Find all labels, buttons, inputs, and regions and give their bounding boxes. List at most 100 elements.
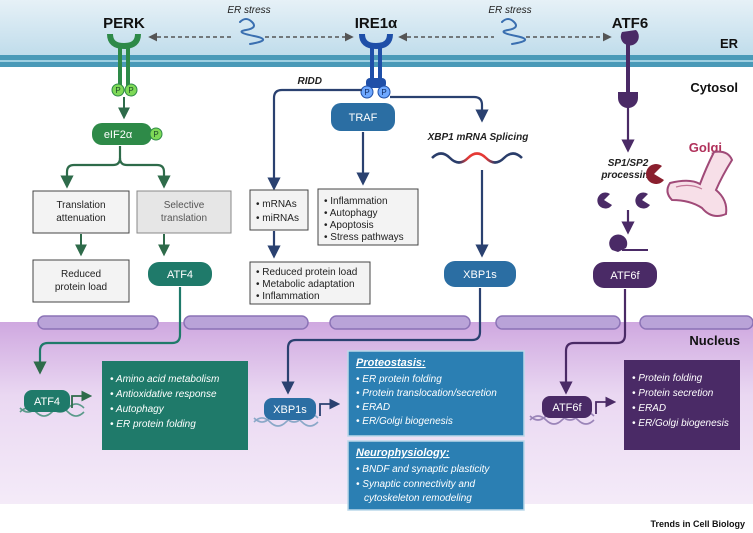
nuclear-xbp1s-label: XBP1s [273,404,307,416]
reduced-protein-load-line: Reduced [61,269,101,280]
traf-pill [331,103,395,131]
arrow [281,288,482,395]
proteostasis-item: • ERAD [356,402,390,413]
arrow [118,157,171,189]
arrow [33,287,182,375]
ridd-outputs-box [249,261,371,305]
ridd-label: RIDD [298,76,322,87]
ridd-output-item: • Metabolic adaptation [256,279,355,290]
traf-label: TRAF [349,112,378,124]
arrow [390,95,489,123]
mrnas-box [249,189,309,231]
mrna-item: • miRNAs [256,213,299,224]
atf4-target: • ER protein folding [110,419,196,430]
phospho-label: P [128,86,133,95]
atf6-target: • ER/Golgi biogenesis [632,418,729,429]
er-membrane-core [0,60,753,62]
arrow [559,289,627,395]
atf4-target: • Antioxidative response [110,389,217,400]
golgi-icon [675,184,703,190]
unfolded-protein-icon [239,18,264,45]
proteostasis-item: • ER protein folding [356,374,442,385]
dna-icon [253,417,319,427]
cytosol-region-label: Cytosol [690,80,738,95]
atf6-target: • ERAD [632,403,666,414]
processing-label: processing [600,170,654,181]
processing-label: SP1/SP2 [608,158,649,169]
neurophysiology-item: • Synaptic connectivity and [356,479,476,490]
reduced-protein-load-line: protein load [55,282,107,293]
selective-translation-box [136,190,232,234]
translation-attenuation-line: Translation [56,200,105,211]
atf4-pill [148,262,212,286]
atf4-label: ATF4 [167,269,193,281]
er-membrane-bottom [0,62,753,67]
atf6f-pill [593,262,657,288]
traf-outputs-box [317,188,419,246]
phospho-label: P [364,88,369,97]
proteostasis-box [347,350,525,437]
atf6-targets-box [624,360,740,450]
transcription-arrow-icon [595,396,617,414]
phospho-label: P [153,130,158,139]
traf-output-item: • Apoptosis [324,220,374,231]
phospho-icon [360,85,374,99]
selective-translation-line: Selective [164,200,205,211]
phospho-icon [111,83,125,97]
translation-attenuation-box [32,190,130,234]
traf-output-item: • Autophagy [324,208,378,219]
protease-icon [597,192,612,209]
neurophysiology-box [347,440,525,511]
xbp1-splicing-label: XBP1 mRNA Splicing [427,132,529,143]
phospho-label: P [115,86,120,95]
nuclear-atf6f-pill [542,396,592,418]
ridd-output-item: • Reduced protein load [256,267,357,278]
protease-icon [646,163,664,184]
protease-icon [635,192,650,209]
perk-receptor-icon [107,33,141,90]
nuclear-atf4-label: ATF4 [34,396,60,408]
phospho-icon [377,85,391,99]
er-membrane-top [0,55,753,60]
atf6-target: • Protein folding [632,373,703,384]
nuclear-pore-segment [183,315,309,330]
atf6-title: ATF6 [612,15,648,32]
proteostasis-item: • ER/Golgi biogenesis [356,416,453,427]
traf-output-item: • Stress pathways [324,232,404,243]
nuclear-pore-segment [329,315,471,330]
phospho-label: P [381,88,386,97]
transcription-arrow-icon [71,390,93,408]
transcription-arrow-icon [319,398,341,416]
mrna-item: • mRNAs [256,199,297,210]
unfolded-protein-icon [501,18,526,45]
er-region-label: ER [720,36,739,51]
arrow [60,146,122,189]
nuclear-atf4-pill [24,390,70,412]
selective-translation-line: translation [161,213,207,224]
nuclear-xbp1s-pill [264,398,316,420]
nucleus-region-label: Nucleus [689,333,740,348]
ire1a-title: IRE1α [355,15,398,32]
proteostasis-title: Proteostasis: [356,357,426,369]
atf6-receptor-icon [618,30,639,108]
atf4-target: • Amino acid metabolism [110,374,219,385]
phospho-icon [124,83,138,97]
atf6-fragment-icon [609,234,628,252]
neurophysiology-item: • BNDF and synaptic plasticity [356,464,490,475]
eif2a-label: eIF2α [104,129,133,141]
dna-icon [529,415,595,425]
xbp1s-label: XBP1s [463,269,497,281]
nuclear-pore-segment [495,315,621,330]
arrow [267,88,362,191]
nuclear-pore-segment [37,315,159,330]
ridd-output-item: • Inflammation [256,291,320,302]
traf-output-item: • Inflammation [324,196,388,207]
xbp1-mrna-icon [431,152,523,164]
xbp1s-pill [444,261,516,287]
nuclear-pore-segment [639,315,753,330]
eif2a-pill [92,123,152,145]
neurophysiology-title: Neurophysiology: [356,447,450,459]
er-stress-label-right: ER stress [488,5,531,16]
journal-credit: Trends in Cell Biology [650,519,745,529]
